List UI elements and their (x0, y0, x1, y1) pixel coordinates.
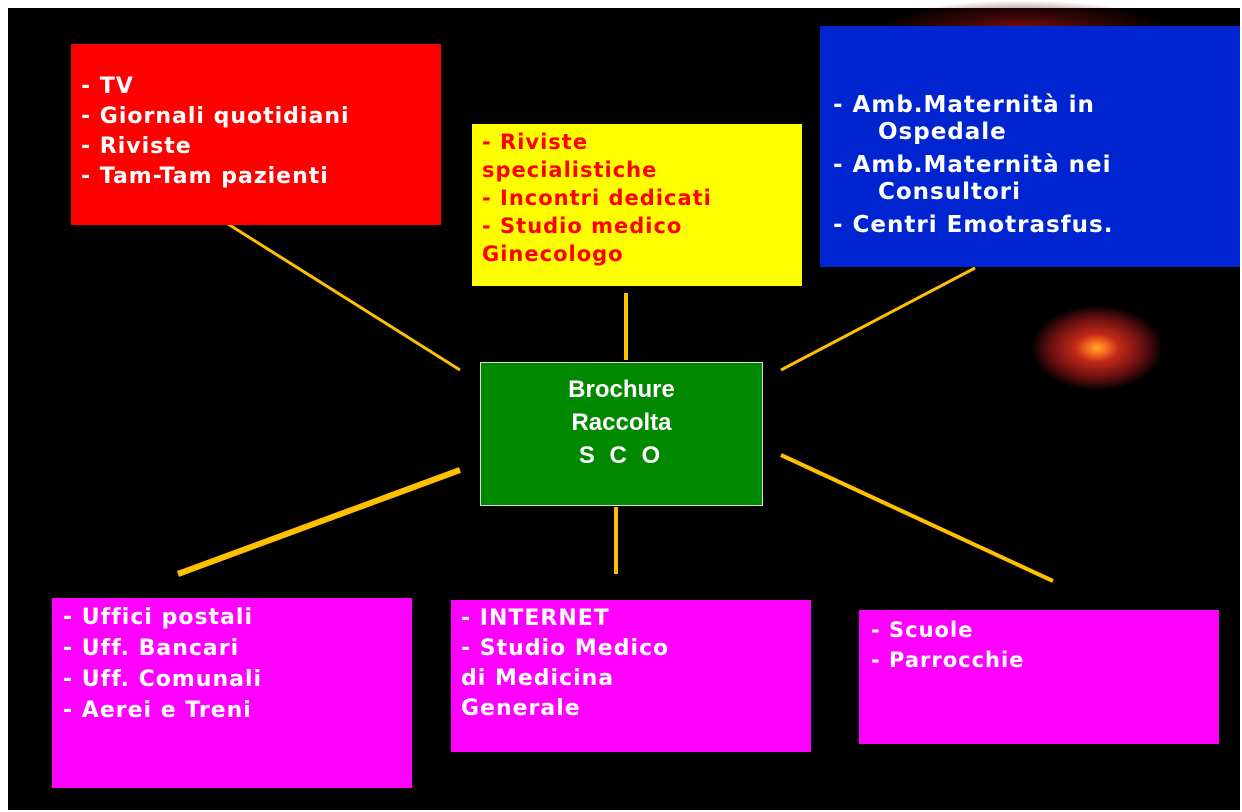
box-line: - Studio Medico (461, 636, 670, 661)
box-line: - Amb.Maternità in (833, 92, 1095, 118)
box-schools-parishes: - Scuole - Parrocchie (859, 610, 1219, 744)
box-line: - Uffici postali (63, 605, 253, 630)
connector-bottom-left (176, 467, 462, 577)
box-line: - TV (81, 74, 134, 99)
box-line: - Riviste (482, 130, 589, 154)
center-title-line: S C O (578, 442, 665, 469)
box-media-sources: - TV - Giornali quotidiani - Riviste - T… (71, 44, 441, 225)
center-title-line: Raccolta (571, 409, 672, 436)
box-line: - Uff. Bancari (63, 636, 240, 661)
box-line: - Tam-Tam pazienti (81, 164, 329, 189)
box-line: - Incontri dedicati (482, 186, 712, 210)
box-line: Consultori (878, 179, 1022, 205)
box-line: - Giornali quotidiani (81, 104, 350, 129)
box-line: - Riviste (81, 134, 192, 159)
box-line: specialistiche (482, 158, 658, 182)
box-line: - Aerei e Treni (63, 698, 252, 723)
connector-top-left (227, 222, 461, 372)
box-internet-doctor: - INTERNET - Studio Medico di Medicina G… (451, 600, 811, 752)
box-public-offices: - Uffici postali - Uff. Bancari - Uff. C… (52, 598, 412, 788)
box-line: di Medicina (461, 666, 615, 691)
box-line: - Uff. Comunali (63, 667, 263, 692)
box-hospital-sources: - Amb.Maternità in Ospedale - Amb.Matern… (820, 26, 1240, 267)
box-line: Ospedale (878, 119, 1007, 145)
box-line: Generale (461, 696, 581, 721)
box-specialist-sources: - Riviste specialistiche - Incontri dedi… (472, 124, 802, 286)
box-line: - Studio medico (482, 214, 683, 238)
center-title-line: Brochure (568, 376, 675, 403)
box-line: - INTERNET (461, 606, 610, 631)
box-line: - Amb.Maternità nei (833, 152, 1112, 178)
connector-bottom-right (780, 453, 1054, 583)
decorative-glow-orb (1032, 306, 1162, 390)
box-line: Ginecologo (482, 242, 624, 266)
box-line: - Centri Emotrasfus. (833, 212, 1114, 238)
box-line: - Parrocchie (871, 648, 1025, 672)
connector-top-right (780, 266, 976, 372)
box-line: - Scuole (871, 618, 974, 642)
center-node: Brochure Raccolta S C O (480, 362, 763, 506)
